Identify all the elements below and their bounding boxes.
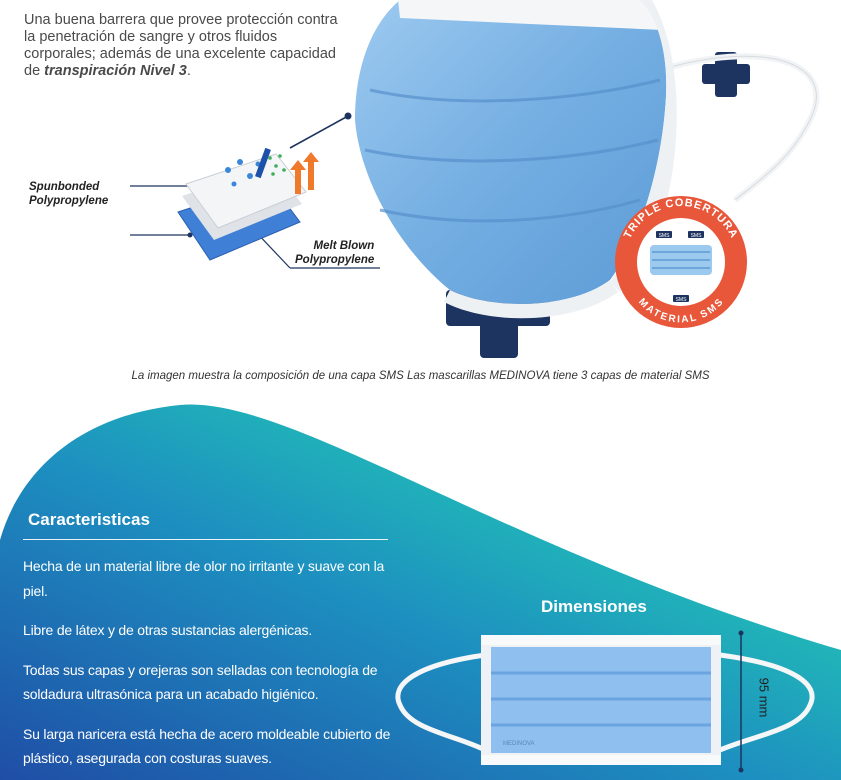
intro-end: . (186, 63, 191, 79)
badge-tag-1: SMS (659, 233, 671, 239)
dimension-height-label: 95 mm (756, 677, 772, 718)
features-divider (23, 539, 388, 540)
spunbonded-line-2: Polypropylene (29, 195, 109, 207)
sms-layer-diagram (130, 112, 380, 269)
feature-item: Hecha de un material libre de olor no ir… (23, 558, 385, 599)
intro-text: Una buena barrera que provee protección … (24, 12, 338, 79)
triple-cobertura-badge: TRIPLE COBERTURA MATERIAL SMS SMS SMS SM… (615, 196, 747, 328)
mask-brand-print: MEDINOVA (503, 741, 535, 747)
badge-tag-3: SMS (676, 297, 688, 303)
feature-item: Todas sus capas y orejeras son selladas … (23, 661, 378, 703)
badge-tag-2: SMS (691, 233, 703, 239)
intro-emphasis: transpiración Nivel 3 (44, 63, 187, 79)
image-caption: La imagen muestra la composición de una … (131, 370, 710, 382)
dimensions-title: Dimensiones (541, 597, 647, 616)
melt-blown-line-2: Polypropylene (295, 254, 375, 266)
features-title: Caracteristicas (28, 510, 150, 529)
melt-blown-line-1: Melt Blown (313, 240, 375, 252)
intro-paragraph: Una buena barrera que provee protección … (24, 12, 344, 80)
feature-item: Su larga naricera está hecha de acero mo… (23, 725, 391, 767)
spunbonded-line-1: Spunbonded (29, 181, 100, 193)
surgical-mask-image: TRIPLE COBERTURA MATERIAL SMS SMS SMS SM… (355, 0, 820, 358)
features-section: Caracteristicas Hecha de un material lib… (23, 510, 393, 780)
feature-item: Libre de látex y de otras sustancias ale… (23, 622, 313, 638)
spunbonded-label: Spunbonded Polypropylene (29, 180, 108, 208)
melt-blown-label: Melt Blown Polypropylene (295, 239, 374, 267)
mask-dimensions-image: MEDINOVA (395, 630, 815, 773)
cross-logo-top (702, 52, 750, 97)
